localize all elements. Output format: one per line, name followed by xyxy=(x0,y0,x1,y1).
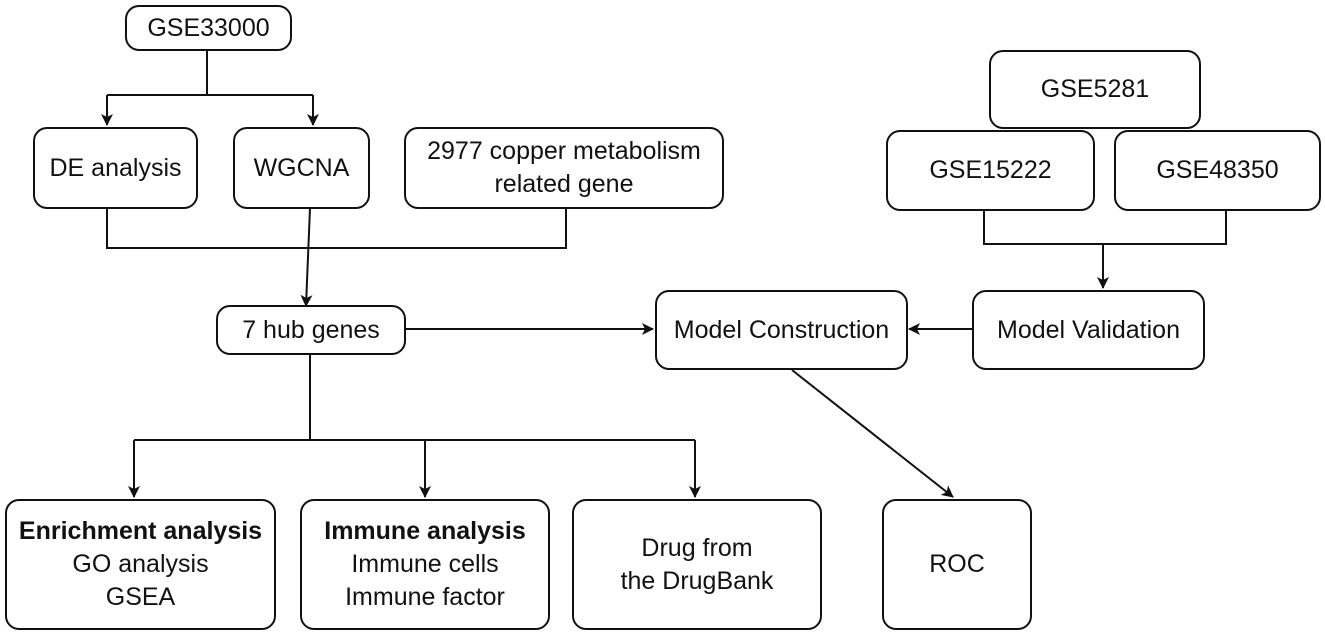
node-model-construction: Model Construction xyxy=(655,290,908,370)
node-roc-label: ROC xyxy=(929,550,985,578)
node-gse33000-label: GSE33000 xyxy=(147,13,270,42)
node-immune-title: Immune analysis xyxy=(324,517,526,545)
node-immune-line-2: Immune factor xyxy=(345,583,505,611)
node-copper-genes-line-1: 2977 copper metabolism xyxy=(427,137,701,165)
node-drug-line-1: Drug from xyxy=(641,533,753,562)
node-de-analysis: DE analysis xyxy=(33,127,198,209)
arrow-construction-to-roc xyxy=(791,369,954,498)
node-model-validation-label: Model Validation xyxy=(997,315,1180,344)
node-enrichment-line-2: GSEA xyxy=(105,583,176,611)
node-gse5281: GSE5281 xyxy=(989,50,1201,129)
node-immune-analysis: Immune analysis Immune cells Immune fact… xyxy=(300,499,550,630)
connector-merge-bracket xyxy=(106,208,567,249)
node-hub-genes-label: 7 hub genes xyxy=(242,315,380,344)
node-gse15222: GSE15222 xyxy=(886,130,1095,211)
node-model-validation: Model Validation xyxy=(972,290,1205,370)
node-model-construction-label: Model Construction xyxy=(673,315,890,344)
node-enrichment-line-1: GO analysis xyxy=(72,550,209,578)
node-drug: Drug from the DrugBank xyxy=(572,499,822,630)
node-immune-line-1: Immune cells xyxy=(351,550,499,578)
node-gse5281-label: GSE5281 xyxy=(1040,75,1150,103)
node-copper-genes: 2977 copper metabolism related gene xyxy=(404,127,724,209)
node-enrichment-analysis: Enrichment analysis GO analysis GSEA xyxy=(5,499,276,630)
arrow-to-hub-genes xyxy=(300,207,313,307)
node-wgcna: WGCNA xyxy=(233,127,370,209)
node-enrichment-title: Enrichment analysis xyxy=(18,517,263,545)
node-copper-genes-line-2: related gene xyxy=(494,170,634,198)
node-hub-genes: 7 hub genes xyxy=(216,305,406,355)
node-gse48350-label: GSE48350 xyxy=(1156,156,1279,184)
node-wgcna-label: WGCNA xyxy=(253,153,350,182)
node-de-analysis-label: DE analysis xyxy=(49,153,182,182)
node-gse15222-label: GSE15222 xyxy=(929,156,1052,184)
node-roc: ROC xyxy=(882,499,1032,630)
node-gse33000: GSE33000 xyxy=(125,5,292,51)
connector-validation-bracket xyxy=(983,210,1227,245)
node-drug-line-2: the DrugBank xyxy=(620,566,774,595)
node-gse48350: GSE48350 xyxy=(1114,130,1321,211)
